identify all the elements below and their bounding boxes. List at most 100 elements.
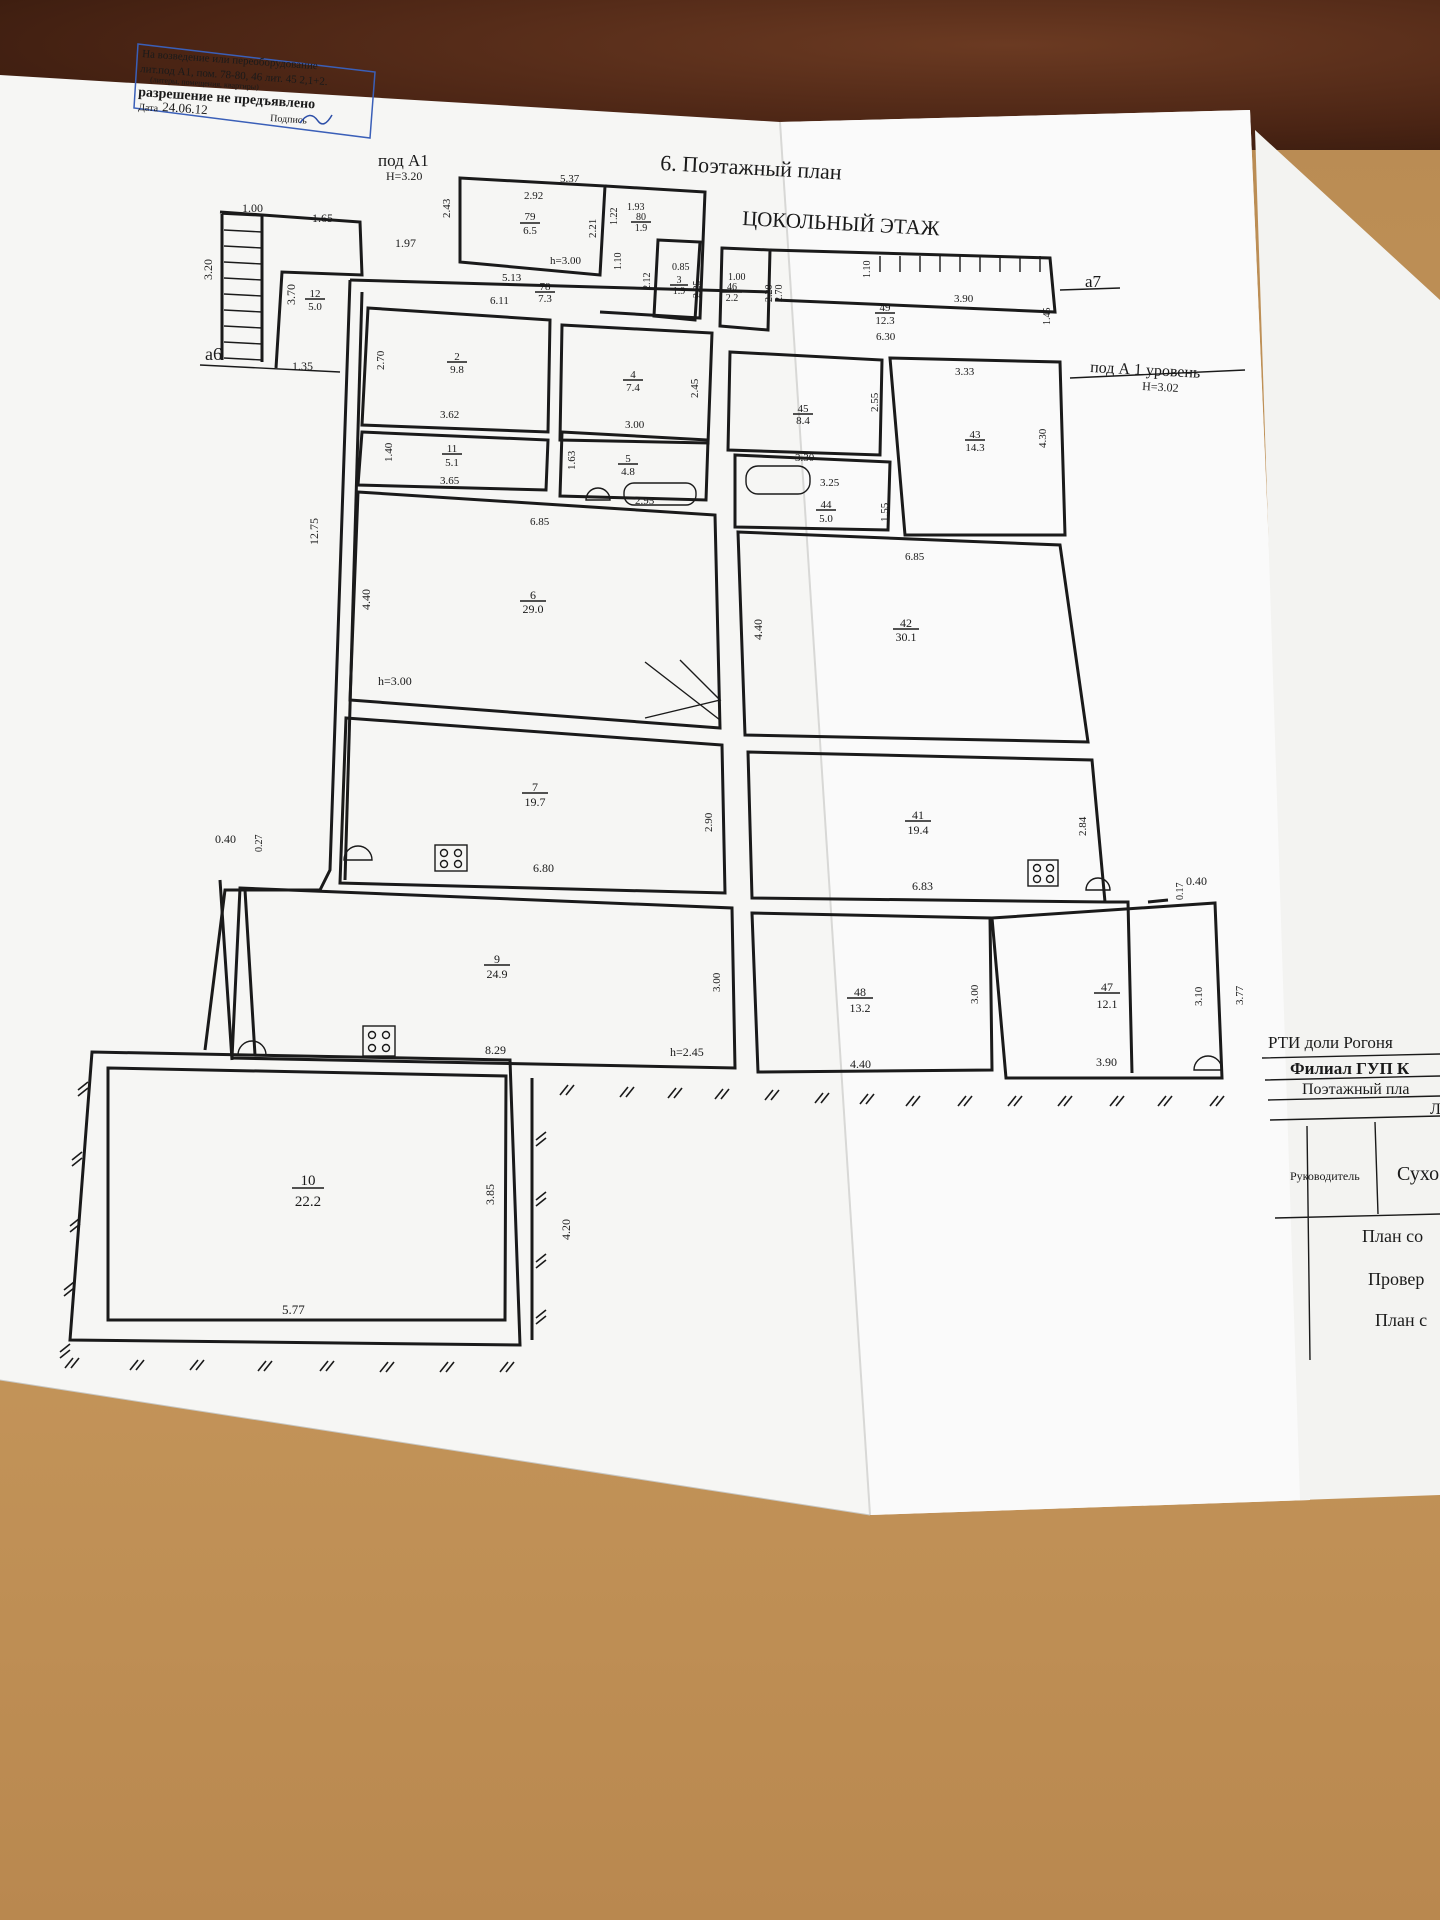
svg-text:3: 3 <box>677 275 682 286</box>
svg-text:1.9: 1.9 <box>635 223 648 234</box>
dim: 0.85 <box>672 262 690 273</box>
dim: 1.55 <box>879 502 891 522</box>
dim: 3.00 <box>625 419 645 431</box>
room-78: 787.3 <box>535 281 555 305</box>
dim: 8.29 <box>485 1043 506 1057</box>
svg-text:12.1: 12.1 <box>1097 997 1118 1011</box>
svg-text:24.9: 24.9 <box>487 967 508 981</box>
dim: 3.90 <box>954 293 974 305</box>
svg-text:78: 78 <box>540 281 552 293</box>
dim: 1.10 <box>613 253 624 271</box>
dim: 3.20 <box>201 259 215 280</box>
dim: 1.93 <box>627 202 645 213</box>
dim: 2.45 <box>689 378 701 398</box>
dim: 0.27 <box>254 835 265 853</box>
under-a1-level-height: H=3.02 <box>1142 379 1179 395</box>
dim: 6.85 <box>905 551 925 563</box>
dim: 3.00 <box>711 972 723 992</box>
room-11: 115.1 <box>442 443 462 469</box>
svg-text:9: 9 <box>494 952 500 966</box>
svg-text:12.3: 12.3 <box>875 315 895 327</box>
dim: 1.63 <box>566 450 578 470</box>
svg-text:8.4: 8.4 <box>796 415 810 427</box>
svg-text:4.8: 4.8 <box>621 466 635 478</box>
svg-text:5.0: 5.0 <box>308 301 322 313</box>
dim: 4.40 <box>359 589 373 610</box>
dim: 5.77 <box>282 1302 305 1317</box>
room-labels: 796.5 801.9 31.9 462.2 787.3 125.0 29.8 … <box>292 211 1120 1210</box>
svg-text:2.2: 2.2 <box>726 293 739 304</box>
tb-plan-sheet: Поэтажный пла <box>1302 1081 1409 1098</box>
dim: 3.90 <box>1096 1055 1117 1069</box>
dim: 4.30 <box>1037 428 1049 448</box>
dim: 6.11 <box>490 295 509 307</box>
room-44: 445.0 <box>816 499 836 525</box>
dim: h=3.00 <box>550 255 581 267</box>
tb-rti: РТИ доли Рогоня <box>1268 1033 1393 1052</box>
dim: 2.55 <box>869 392 881 412</box>
dim: 3.70 <box>284 284 298 305</box>
svg-text:43: 43 <box>970 429 982 441</box>
dim: 1.97 <box>395 236 416 250</box>
tb-plan-c: План с <box>1375 1310 1427 1330</box>
label-a7: а7 <box>1085 272 1102 291</box>
tb-branch: Филиал ГУП К <box>1290 1059 1410 1078</box>
dim: 2.43 <box>441 198 453 218</box>
room-47: 47 12.1 <box>1094 980 1120 1011</box>
room-46: 462.2 <box>722 282 742 304</box>
room-9: 924.9 <box>484 952 510 981</box>
svg-text:11: 11 <box>447 443 458 455</box>
dim: 0.40 <box>1186 874 1207 888</box>
tb-head-label: Руководитель <box>1290 1169 1360 1183</box>
tb-checked: Провер <box>1368 1269 1424 1289</box>
label-a6: а6 <box>205 344 222 364</box>
dim: 6.85 <box>530 516 550 528</box>
paper-right-sheet <box>780 110 1310 1515</box>
dim: 5.13 <box>502 272 522 284</box>
dim: 0.17 <box>1175 883 1186 901</box>
ground-hatching <box>59 1081 1225 1373</box>
room-80: 801.9 <box>631 212 651 234</box>
svg-text:7.4: 7.4 <box>626 382 640 394</box>
svg-text:4: 4 <box>630 369 636 381</box>
svg-text:80: 80 <box>636 212 646 223</box>
svg-text:41: 41 <box>912 808 924 822</box>
svg-text:9.8: 9.8 <box>450 364 464 376</box>
room-7: 719.7 <box>522 780 548 809</box>
a1-level-leader <box>1069 369 1246 379</box>
room-79: 796.5 <box>520 211 540 237</box>
svg-text:19.4: 19.4 <box>908 823 929 837</box>
dim: 2.20 <box>764 285 775 303</box>
dim: 2.25 <box>692 281 703 299</box>
dim: 2.95 <box>635 495 655 507</box>
svg-text:46: 46 <box>727 282 737 293</box>
svg-text:19.7: 19.7 <box>525 795 546 809</box>
svg-text:7.3: 7.3 <box>538 293 552 305</box>
title-block: РТИ доли Рогоня Филиал ГУП К Поэтажный п… <box>1261 1033 1440 1361</box>
room-5: 54.8 <box>618 453 638 478</box>
svg-text:29.0: 29.0 <box>523 602 544 616</box>
svg-text:5: 5 <box>625 453 631 465</box>
svg-text:6.5: 6.5 <box>523 225 537 237</box>
room-3: 31.9 <box>670 275 688 297</box>
svg-text:47: 47 <box>1101 980 1113 994</box>
dim: 2.70 <box>375 350 387 370</box>
dim: 3.25 <box>820 477 840 489</box>
dim: 5.37 <box>560 173 580 185</box>
dim: 12.75 <box>307 518 321 545</box>
svg-text:44: 44 <box>821 499 833 511</box>
dim: 1.65 <box>312 211 333 225</box>
dim: 3.62 <box>440 409 459 421</box>
dim: 3.00 <box>969 984 981 1004</box>
dim: 4.40 <box>751 619 765 640</box>
dim: 3.30 <box>795 452 815 464</box>
under-a1-height: H=3.20 <box>386 169 422 183</box>
tb-head-name: Сухо <box>1397 1163 1439 1185</box>
dim: 1.35 <box>292 359 313 373</box>
dim: h=2.45 <box>670 1045 704 1059</box>
room-2: 29.8 <box>447 351 467 376</box>
